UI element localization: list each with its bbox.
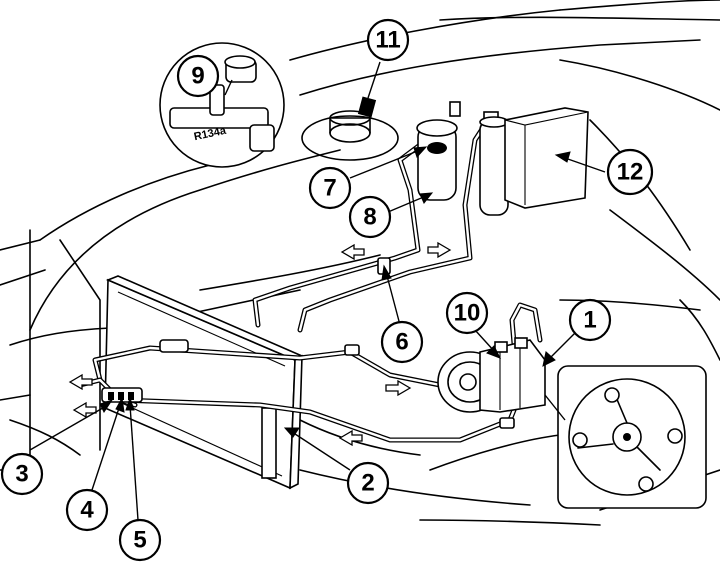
clutch-plate-inset [544, 365, 707, 509]
callout-8: 8 [348, 195, 392, 239]
callout-6: 6 [380, 320, 424, 364]
callout-1-label: 1 [583, 307, 596, 334]
callout-12-label: 12 [617, 159, 644, 186]
callout-3: 3 [0, 452, 44, 496]
condenser [104, 275, 304, 490]
callout-5: 5 [118, 518, 162, 562]
callout-9: 9 [176, 54, 220, 98]
callout-2-label: 2 [361, 470, 374, 497]
callout-9-label: 9 [191, 63, 204, 90]
callout-7-label: 7 [323, 175, 336, 202]
vehicle-body-outline [0, 0, 720, 526]
callout-1: 1 [568, 298, 612, 342]
callout-2: 2 [346, 461, 390, 505]
evaporator-housing [504, 107, 589, 209]
callout-6-label: 6 [395, 329, 408, 356]
callout-12: 12 [606, 148, 654, 196]
service-port-inset: R134a [159, 42, 285, 168]
callout-11: 11 [366, 18, 410, 62]
compressor [437, 337, 546, 413]
refrigerant-lines [77, 117, 543, 443]
callout-10: 10 [445, 291, 489, 335]
accumulator [479, 116, 509, 216]
callout-8-label: 8 [363, 204, 376, 231]
leader-lines [29, 61, 606, 521]
callout-4-label: 4 [80, 497, 94, 524]
callout-5-label: 5 [133, 527, 146, 554]
flow-arrows [68, 241, 452, 447]
callout-11-label: 11 [375, 27, 400, 54]
callout-7: 7 [308, 166, 352, 210]
callout-3-label: 3 [15, 461, 28, 488]
callout-4: 4 [65, 488, 109, 532]
callout-10-label: 10 [454, 300, 481, 327]
